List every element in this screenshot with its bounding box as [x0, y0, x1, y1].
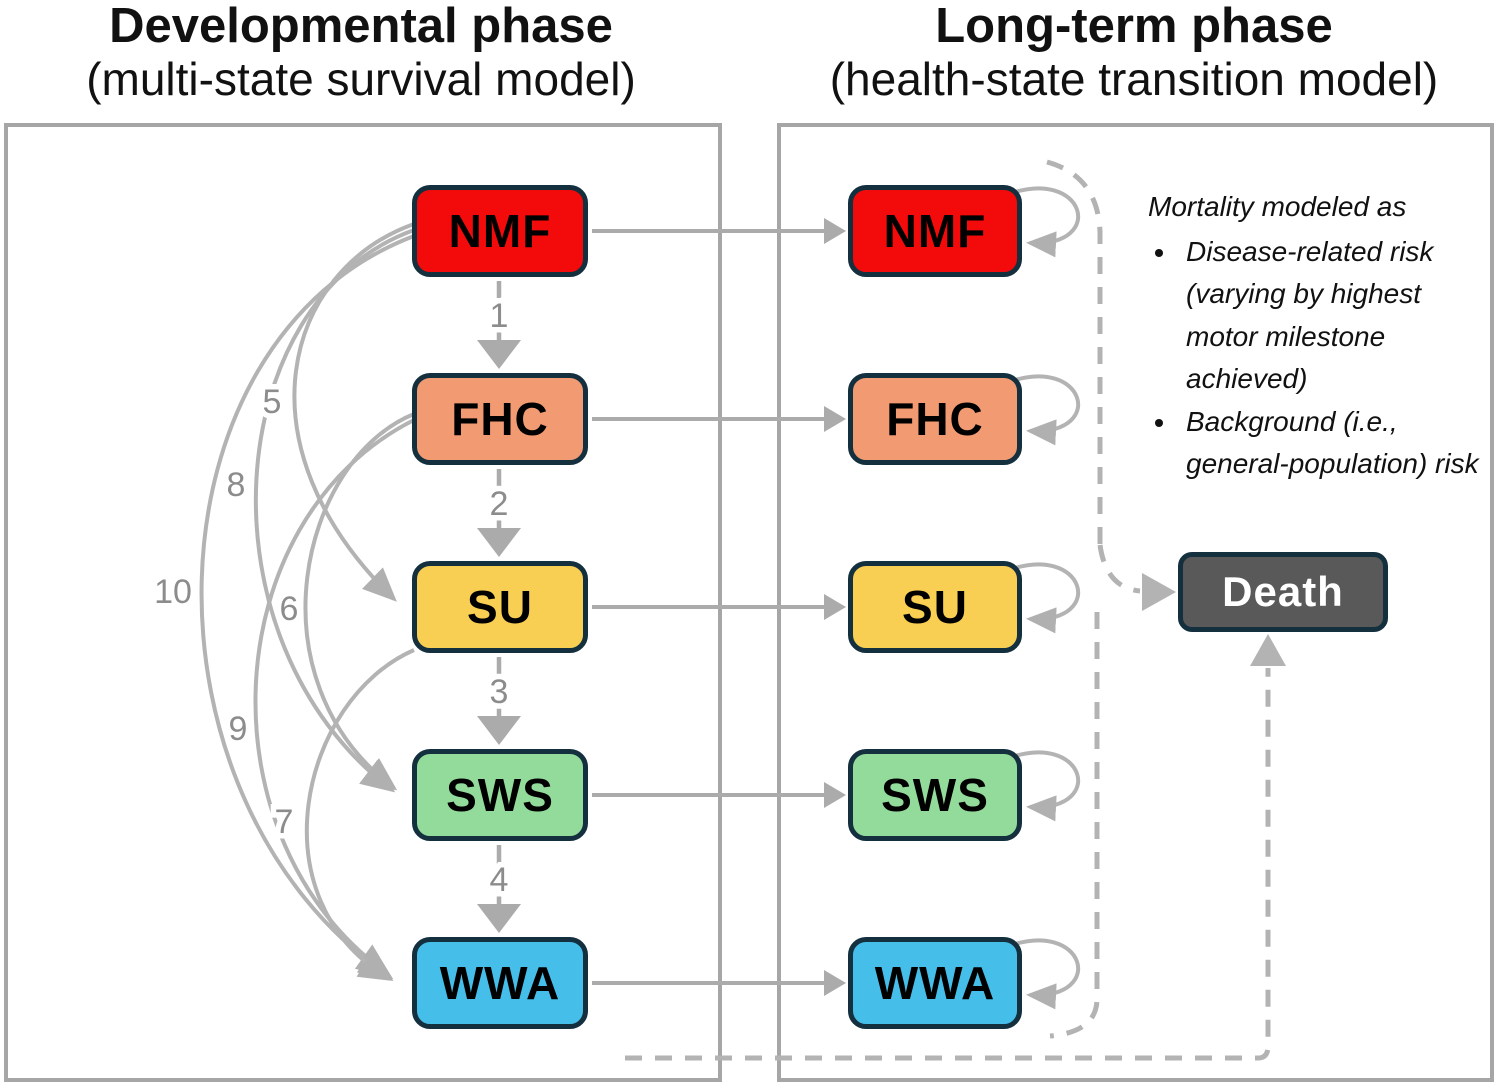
transition-label-10: 10: [154, 573, 192, 611]
transition-label-5: 5: [263, 383, 282, 421]
developmental-phase-title: Developmental phase: [109, 0, 613, 53]
state-label: SU: [467, 581, 533, 633]
death-arrow-bottom-head: [1250, 634, 1286, 666]
death-label: Death: [1222, 568, 1344, 615]
sequential-arrows: [477, 281, 521, 933]
long-term-phase-subtitle: (health-state transition model): [829, 52, 1439, 105]
state-box-nmf-longterm: NMF: [848, 185, 1022, 277]
state-box-wwa-developmental: WWA: [412, 937, 588, 1029]
mortality-note-bullet: Disease-related risk (varying by highest…: [1178, 231, 1488, 401]
mortality-connectors: [625, 159, 1271, 1061]
transition-label-9: 9: [229, 710, 248, 748]
mortality-note-intro: Mortality modeled as: [1148, 191, 1407, 222]
state-box-su-developmental: SU: [412, 561, 588, 653]
skip-arrows: [199, 222, 415, 982]
skip-arrow-9: [253, 418, 415, 977]
long-term-phase-panel: [777, 123, 1494, 1082]
skip-arrow-7: [304, 648, 415, 982]
state-box-fhc-longterm: FHC: [848, 373, 1022, 465]
transition-arrow-3-head: [477, 716, 521, 745]
state-label: SU: [902, 581, 968, 633]
state-box-su-longterm: SU: [848, 561, 1022, 653]
self-loop-su: [1005, 562, 1081, 634]
developmental-phase-title-block: Developmental phase (multi-state surviva…: [0, 0, 722, 106]
mortality-note: Mortality modeled as Disease-related ris…: [1140, 186, 1488, 486]
state-box-fhc-developmental: FHC: [412, 373, 588, 465]
mortality-note-bullet: Background (i.e., general-population) ri…: [1178, 401, 1488, 486]
mortality-arrowheads: [1142, 573, 1286, 666]
state-label: SWS: [881, 769, 989, 821]
skip-arrow-8: [253, 228, 415, 793]
phase-transfer-arrows: [592, 218, 846, 996]
state-label: SWS: [446, 769, 554, 821]
self-loop-wwa: [1005, 938, 1081, 1010]
state-label: NMF: [883, 205, 987, 257]
mortality-collector-top: [1046, 159, 1103, 545]
transition-label-1: 1: [490, 297, 509, 335]
state-box-wwa-longterm: WWA: [848, 937, 1022, 1029]
mortality-collector-bottom: [1049, 612, 1100, 1039]
state-label: FHC: [886, 393, 984, 445]
transition-arrow-4-head: [477, 904, 521, 933]
mortality-bottom-line: [625, 668, 1271, 1061]
skip-arrow-6: [303, 412, 415, 791]
self-loop-nmf: [1005, 186, 1081, 258]
skip-arrow-5: [292, 222, 415, 602]
state-box-death: Death: [1178, 552, 1388, 632]
skip-arrow-10: [199, 234, 415, 980]
transition-label-3: 3: [490, 673, 509, 711]
long-term-phase-title: Long-term phase: [935, 0, 1333, 53]
transition-label-7: 7: [275, 803, 294, 841]
transition-arrow-2-head: [477, 528, 521, 557]
state-label: WWA: [439, 957, 561, 1009]
self-loop-arrows: [1005, 186, 1081, 1010]
state-box-sws-developmental: SWS: [412, 749, 588, 841]
death-arrow-left-head: [1142, 573, 1176, 611]
long-term-phase-title-block: Long-term phase (health-state transition…: [770, 0, 1498, 106]
mortality-collector-fork: [1097, 544, 1141, 594]
state-box-sws-longterm: SWS: [848, 749, 1022, 841]
transition-label-6: 6: [280, 590, 299, 628]
self-loop-sws: [1005, 750, 1081, 822]
transition-arrow-1-head: [477, 340, 521, 369]
state-box-nmf-developmental: NMF: [412, 185, 588, 277]
transition-label-4: 4: [490, 861, 509, 899]
developmental-phase-subtitle: (multi-state survival model): [86, 52, 636, 105]
state-label: FHC: [451, 393, 549, 445]
state-label: NMF: [448, 205, 552, 257]
developmental-phase-panel: [4, 123, 722, 1082]
transition-label-8: 8: [227, 466, 246, 504]
mortality-note-list: Disease-related risk (varying by highest…: [1140, 231, 1488, 486]
state-label: WWA: [874, 957, 996, 1009]
transition-label-2: 2: [490, 485, 509, 523]
self-loop-fhc: [1005, 374, 1081, 446]
